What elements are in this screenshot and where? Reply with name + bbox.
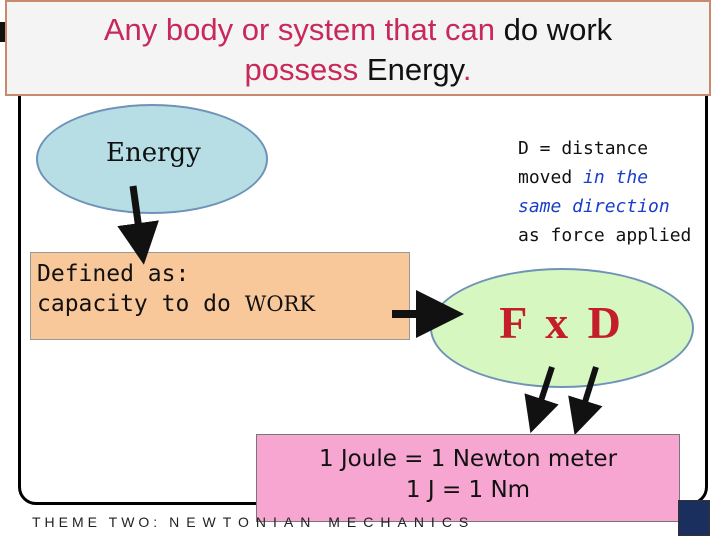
units-box: 1 Joule = 1 Newton meter 1 J = 1 Nm bbox=[256, 434, 680, 522]
footer-topic: NEWTONIAN MECHANICS bbox=[169, 514, 476, 530]
units-line-2: 1 J = 1 Nm bbox=[405, 477, 531, 503]
definition-line-1: Defined as: bbox=[37, 261, 190, 287]
footer-prefix: THEME TWO: bbox=[32, 514, 162, 530]
formula-right-arrow bbox=[568, 366, 603, 436]
slide-title: Any body or system that can do work poss… bbox=[5, 0, 711, 96]
distance-line-4: as force applied bbox=[518, 225, 692, 246]
title-part-1: Any body or system that can bbox=[103, 12, 495, 47]
title-part-3: possess bbox=[244, 52, 359, 87]
definition-line-2: capacity to do WORK bbox=[37, 289, 403, 319]
formula-text: F x D bbox=[499, 297, 625, 348]
units-line-1: 1 Joule = 1 Newton meter bbox=[318, 446, 618, 472]
publisher-logo bbox=[678, 500, 710, 536]
distance-line-2-prefix: moved bbox=[518, 167, 573, 188]
distance-note: D = distance moved in the same direction… bbox=[518, 134, 718, 250]
distance-line-2-blue: in the bbox=[583, 167, 649, 188]
distance-line-1: D = distance bbox=[518, 138, 649, 159]
formula-left-arrow bbox=[524, 366, 559, 434]
definition-line-2-prefix: capacity to do bbox=[37, 291, 231, 317]
title-part-4: Energy bbox=[366, 52, 463, 87]
energy-label: Energy bbox=[106, 138, 201, 168]
footer: THEME TWO: NEWTONIAN MECHANICS bbox=[32, 514, 475, 530]
definition-box: Defined as: capacity to do WORK bbox=[30, 252, 410, 340]
energy-down-arrow bbox=[117, 185, 159, 265]
distance-line-3: same direction bbox=[518, 196, 670, 217]
title-part-5: . bbox=[462, 52, 472, 87]
title-part-2: do work bbox=[503, 12, 613, 47]
formula-oval bbox=[430, 268, 694, 388]
definition-work-word: WORK bbox=[244, 292, 316, 316]
distance-line-2: moved in the bbox=[518, 163, 718, 192]
energy-oval bbox=[36, 104, 268, 214]
